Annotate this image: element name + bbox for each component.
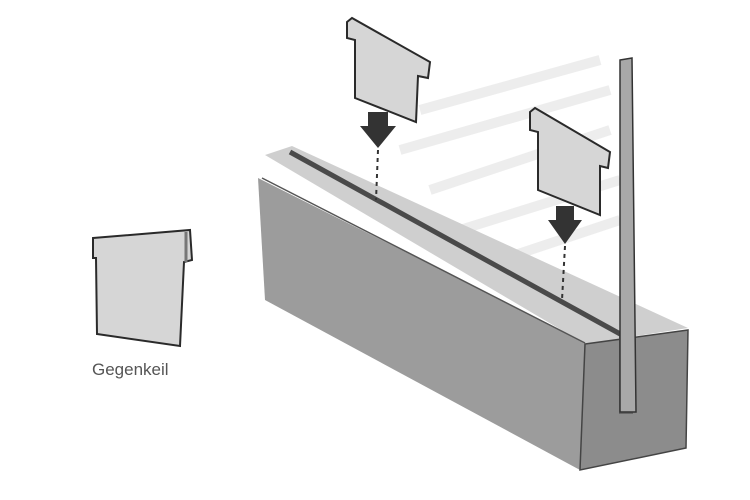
arrow-down-icon xyxy=(360,112,396,148)
groove xyxy=(288,149,624,338)
counter-wedge xyxy=(92,228,194,348)
wedge-left xyxy=(346,16,432,201)
beam-front-face xyxy=(258,178,585,470)
saw-blade xyxy=(619,57,637,413)
arrow-down-icon xyxy=(548,206,582,244)
counter-wedge-label: Gegenkeil xyxy=(92,360,169,379)
wedge-right xyxy=(529,106,612,301)
